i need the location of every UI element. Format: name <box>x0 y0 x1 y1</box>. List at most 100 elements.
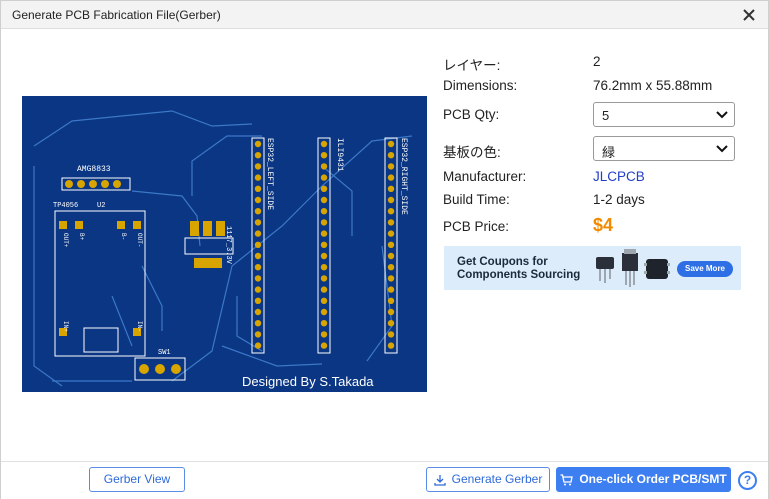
header-pin <box>387 196 395 204</box>
close-icon[interactable] <box>740 6 758 24</box>
dialog-title: Generate PCB Fabrication File(Gerber) <box>12 8 221 22</box>
chevron-down-icon <box>716 111 728 119</box>
header-pin <box>320 140 328 148</box>
pcb-label-esp-right: ESP32_RIGHT_SIDE <box>399 138 408 215</box>
header-pin <box>254 264 262 271</box>
generate-gerber-button[interactable]: Generate Gerber <box>426 467 550 492</box>
header-pin <box>387 252 395 260</box>
header-pin <box>254 286 262 293</box>
header-pin <box>387 331 395 338</box>
header-pin <box>254 196 262 204</box>
header-pin <box>387 185 395 192</box>
pcb-label-b-minus: B- <box>120 233 127 240</box>
pcb-render: AMG8833 TP4056 U2 SW1 Designed By S.Taka… <box>33 110 413 389</box>
banner-line2: Components Sourcing <box>457 269 581 281</box>
header-pin <box>320 331 328 338</box>
header-pin <box>254 174 262 181</box>
header-pin <box>254 297 262 304</box>
header-pin <box>254 308 262 316</box>
gerber-view-label: Gerber View <box>103 472 171 486</box>
qty-select-value: 5 <box>602 108 610 123</box>
header-pin <box>320 297 328 304</box>
pcb-label-designed: Designed By S.Takada <box>242 374 374 389</box>
pcb-label-b-plus: B+ <box>78 233 85 241</box>
color-select[interactable]: 緑 <box>593 136 735 161</box>
gerber-view-button[interactable]: Gerber View <box>89 467 185 492</box>
header-pin <box>387 174 395 181</box>
header-pin <box>254 140 262 148</box>
color-row: 基板の色: 緑 <box>443 136 743 161</box>
header-pin <box>254 152 262 159</box>
header-pin <box>387 208 395 215</box>
header-pin <box>254 252 262 260</box>
dialog-footer: Gerber View Generate Gerber One-click Or… <box>1 461 768 499</box>
qty-label: PCB Qty: <box>443 107 500 122</box>
header-pin <box>387 275 395 282</box>
header-pin <box>320 320 328 327</box>
color-label: 基板の色: <box>443 145 501 160</box>
pcb-label-u2: U2 <box>97 202 105 210</box>
header-pin <box>387 241 395 248</box>
header-pin <box>254 185 262 192</box>
price-label: PCB Price: <box>443 219 510 234</box>
dimensions-value: 76.2mm x 55.88mm <box>593 78 713 93</box>
header-pin <box>320 264 328 271</box>
header-pin <box>320 219 328 226</box>
header-pin <box>320 230 328 237</box>
color-select-value: 緑 <box>602 145 616 160</box>
chevron-down-icon <box>716 145 728 153</box>
header-pin <box>320 286 328 293</box>
header-pin <box>320 342 328 349</box>
header-pin <box>320 163 328 170</box>
help-icon[interactable]: ? <box>738 471 757 490</box>
header-pin <box>254 275 262 282</box>
header-pin <box>387 320 395 327</box>
price-row: PCB Price: $4 <box>443 215 743 239</box>
header-pin <box>387 163 395 170</box>
pcb-label-amg: AMG8833 <box>77 165 111 174</box>
header-pin <box>387 140 395 148</box>
pcb-preview: AMG8833 TP4056 U2 SW1 Designed By S.Taka… <box>22 96 427 392</box>
header-pin <box>387 342 395 349</box>
pcb-label-out-plus: OUT+ <box>62 233 69 248</box>
header-pin <box>320 196 328 204</box>
banner-text: Get Coupons for Components Sourcing <box>457 256 580 282</box>
order-pcb-label: One-click Order PCB/SMT <box>579 472 727 486</box>
header-pin <box>254 163 262 170</box>
header-pin <box>254 342 262 349</box>
generate-gerber-label: Generate Gerber <box>451 472 543 486</box>
pcb-label-esp-left: ESP32_LEFT_SIDE <box>265 138 274 210</box>
components-icon <box>596 249 670 287</box>
manufacturer-link[interactable]: JLCPCB <box>593 169 645 184</box>
layers-value: 2 <box>593 54 601 69</box>
header-pin <box>254 219 262 226</box>
header-pin <box>320 275 328 282</box>
manufacturer-row: Manufacturer: JLCPCB <box>443 166 743 190</box>
pcb-label-in-plus: IN+ <box>62 321 69 332</box>
header-pin <box>254 320 262 327</box>
header-pin <box>387 286 395 293</box>
build-time-value: 1-2 days <box>593 192 645 207</box>
header-pin <box>320 241 328 248</box>
layers-label: レイヤー: <box>443 58 501 73</box>
save-more-button[interactable]: Save More <box>677 261 733 277</box>
header-pin <box>320 152 328 159</box>
order-pcb-button[interactable]: One-click Order PCB/SMT <box>556 467 731 492</box>
header-pin <box>254 241 262 248</box>
header-pin <box>387 264 395 271</box>
manufacturer-label: Manufacturer: <box>443 169 527 184</box>
dimensions-row: Dimensions: 76.2mm x 55.88mm <box>443 75 743 99</box>
coupon-banner[interactable]: Get Coupons for Components Sourcing Save… <box>444 246 741 290</box>
header-pin <box>254 208 262 215</box>
banner-line1: Get Coupons for <box>457 256 548 268</box>
header-pin <box>320 208 328 215</box>
pcb-label-reg: 1117_3.3V <box>224 226 232 265</box>
price-value: $4 <box>593 215 614 235</box>
header-pin <box>387 297 395 304</box>
pcb-label-ili: ILI9431 <box>335 138 344 172</box>
build-time-label: Build Time: <box>443 192 510 207</box>
qty-select[interactable]: 5 <box>593 102 735 127</box>
header-pin <box>387 230 395 237</box>
dialog-titlebar: Generate PCB Fabrication File(Gerber) <box>1 1 768 29</box>
